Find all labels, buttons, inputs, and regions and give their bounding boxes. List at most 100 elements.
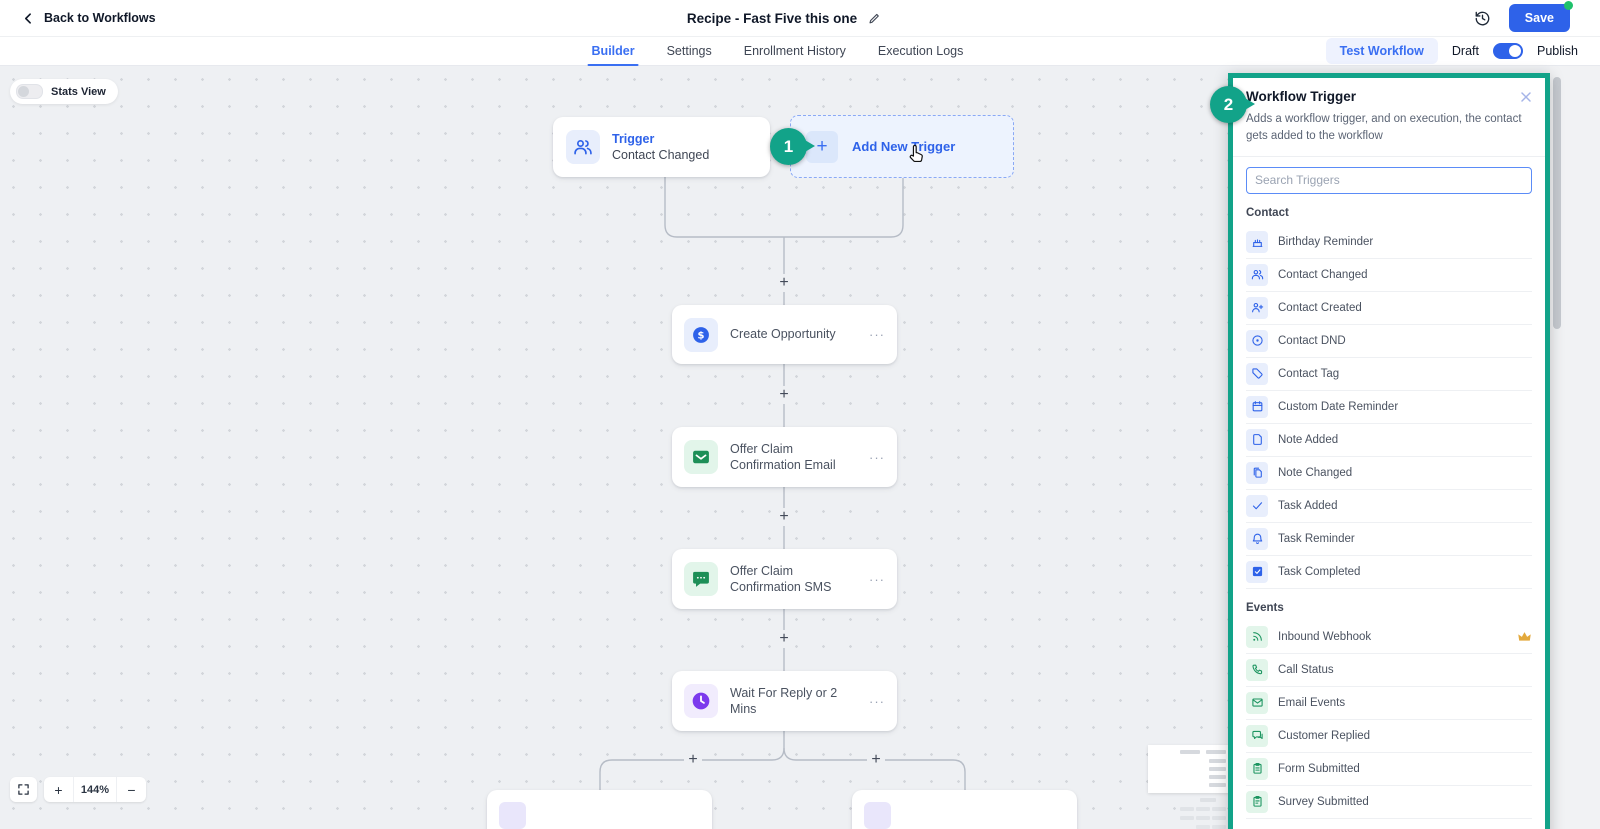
trigger-list-item[interactable]: Note Changed — [1246, 456, 1532, 490]
trigger-list-item[interactable]: Contact Tag — [1246, 357, 1532, 391]
save-label: Save — [1524, 11, 1554, 25]
add-new-trigger-label: Add New Trigger — [852, 139, 956, 154]
trigger-node-contact-changed[interactable]: Trigger Contact Changed — [553, 117, 770, 177]
add-step-button[interactable]: + — [775, 630, 793, 648]
zoom-in-button[interactable]: + — [54, 781, 63, 798]
add-step-button[interactable]: + — [775, 386, 793, 404]
node-title: Offer Claim Confirmation Email — [730, 441, 836, 472]
stats-view-toggle-pill[interactable]: Stats View — [10, 79, 118, 104]
minimap-viewport — [1148, 745, 1230, 793]
draft-publish-toggle[interactable] — [1493, 43, 1523, 59]
workflow-node-partial[interactable] — [487, 790, 712, 829]
node-wait-for-reply[interactable]: Wait For Reply or 2 Mins ··· — [672, 671, 897, 731]
test-workflow-button[interactable]: Test Workflow — [1325, 38, 1438, 64]
trigger-list-item[interactable]: Birthday Reminder — [1246, 225, 1532, 259]
section-label-events: Events — [1246, 601, 1284, 614]
wait-clock-icon — [684, 684, 718, 718]
node-menu-button[interactable]: ··· — [869, 693, 885, 709]
back-chevron-icon — [24, 12, 31, 24]
circle-dot-icon — [1246, 329, 1268, 352]
calendar-icon — [1246, 395, 1268, 418]
edit-pencil-icon[interactable] — [868, 12, 881, 25]
trigger-list-item[interactable]: Contact DND — [1246, 324, 1532, 358]
trigger-list-item[interactable]: Task Added — [1246, 489, 1532, 523]
panel-header: Workflow Trigger Adds a workflow trigger… — [1233, 78, 1545, 157]
canvas-zoom-controls: + 144% − — [10, 777, 146, 802]
annotation-step-2: 2 — [1210, 86, 1255, 123]
users-icon — [1246, 263, 1268, 286]
node-offer-claim-confirmation-email[interactable]: Offer Claim Confirmation Email ··· — [672, 427, 897, 487]
note-changed-icon — [1246, 461, 1268, 484]
search-triggers-input[interactable] — [1246, 166, 1532, 194]
fit-to-screen-button[interactable] — [10, 777, 37, 802]
add-step-button[interactable]: + — [775, 508, 793, 526]
panel-scroll-area — [1550, 66, 1600, 829]
stats-view-toggle[interactable] — [16, 84, 43, 99]
trigger-list-item[interactable]: Note Added — [1246, 423, 1532, 457]
tab-enrollment-history[interactable]: Enrollment History — [743, 44, 846, 58]
node-offer-claim-confirmation-sms[interactable]: Offer Claim Confirmation SMS ··· — [672, 549, 897, 609]
tab-settings[interactable]: Settings — [666, 44, 712, 58]
note-icon — [1246, 428, 1268, 451]
node-create-opportunity[interactable]: $ Create Opportunity ··· — [672, 305, 897, 364]
trigger-list-item[interactable]: Task Completed — [1246, 555, 1532, 589]
zoom-out-button[interactable]: − — [116, 777, 146, 802]
cake-icon — [1246, 230, 1268, 253]
trigger-list-item[interactable]: Survey Submitted — [1246, 785, 1532, 819]
trigger-list-item[interactable]: Contact Changed — [1246, 258, 1532, 292]
node-title: Wait For Reply or 2 Mins — [730, 685, 838, 716]
trigger-list-item[interactable]: Contact Created — [1246, 291, 1532, 325]
crown-icon — [1517, 629, 1532, 644]
node-title: Offer Claim Confirmation SMS — [730, 563, 832, 594]
tabs-right-actions: Test Workflow Draft Publish — [1325, 38, 1600, 64]
node-menu-button[interactable]: ··· — [869, 571, 885, 587]
workflow-node-partial[interactable] — [852, 790, 1077, 829]
trigger-list-item[interactable]: Task Reminder — [1246, 522, 1532, 556]
scrollbar-thumb[interactable] — [1553, 77, 1561, 329]
publish-label: Publish — [1537, 44, 1578, 58]
canvas-minimap[interactable] — [1148, 745, 1230, 829]
close-icon[interactable] — [1518, 89, 1534, 105]
survey-icon — [1246, 790, 1268, 813]
svg-text:$: $ — [698, 330, 705, 341]
trigger-list-item[interactable]: Customer Replied — [1246, 719, 1532, 753]
workflow-tabs-bar: Builder Settings Enrollment History Exec… — [0, 36, 1600, 66]
section-label-contact: Contact — [1246, 206, 1289, 219]
add-step-button[interactable]: + — [684, 751, 702, 769]
expand-icon — [18, 784, 29, 795]
back-to-workflows-button[interactable]: Back to Workflows — [22, 11, 156, 25]
workflow-title-group: Recipe - Fast Five this one — [687, 11, 881, 26]
add-new-trigger-button[interactable]: + Add New Trigger — [790, 115, 1014, 178]
clipboard-icon — [1246, 757, 1268, 780]
tab-group: Builder Settings Enrollment History Exec… — [587, 37, 966, 66]
stats-toggle-knob — [18, 86, 29, 97]
trigger-list-item[interactable]: Form Submitted — [1246, 752, 1532, 786]
node-menu-button[interactable]: ··· — [869, 449, 885, 465]
tab-builder[interactable]: Builder — [587, 37, 639, 66]
workflow-trigger-panel: Workflow Trigger Adds a workflow trigger… — [1228, 73, 1550, 829]
tab-execution-logs[interactable]: Execution Logs — [877, 44, 964, 58]
trigger-category-label: Trigger — [612, 132, 655, 146]
trigger-title: Contact Changed — [612, 148, 710, 162]
node-title: Create Opportunity — [730, 327, 836, 342]
hand-cursor-icon — [909, 144, 923, 163]
mail-icon — [1246, 691, 1268, 714]
add-step-button[interactable]: + — [867, 751, 885, 769]
opportunity-dollar-icon: $ — [684, 317, 718, 352]
node-menu-button[interactable]: ··· — [869, 327, 885, 342]
check-square-icon — [1246, 560, 1268, 583]
save-button[interactable]: Save — [1508, 1, 1573, 32]
annotation-step-1: 1 — [770, 128, 815, 165]
panel-description: Adds a workflow trigger, and on executio… — [1246, 113, 1522, 143]
trigger-list-item[interactable]: Email Events — [1246, 686, 1532, 720]
draft-label: Draft — [1451, 44, 1479, 58]
panel-title: Workflow Trigger — [1246, 89, 1357, 104]
add-step-button[interactable]: + — [775, 274, 793, 292]
unsaved-indicator-dot — [1564, 1, 1573, 10]
trigger-list-item[interactable]: Custom Date Reminder — [1246, 390, 1532, 424]
trigger-list-item[interactable]: Inbound Webhook — [1246, 620, 1532, 654]
trigger-list-item[interactable]: Call Status — [1246, 653, 1532, 687]
version-history-icon[interactable] — [1474, 10, 1491, 27]
chat-icon — [1246, 724, 1268, 747]
check-icon — [1246, 494, 1268, 517]
